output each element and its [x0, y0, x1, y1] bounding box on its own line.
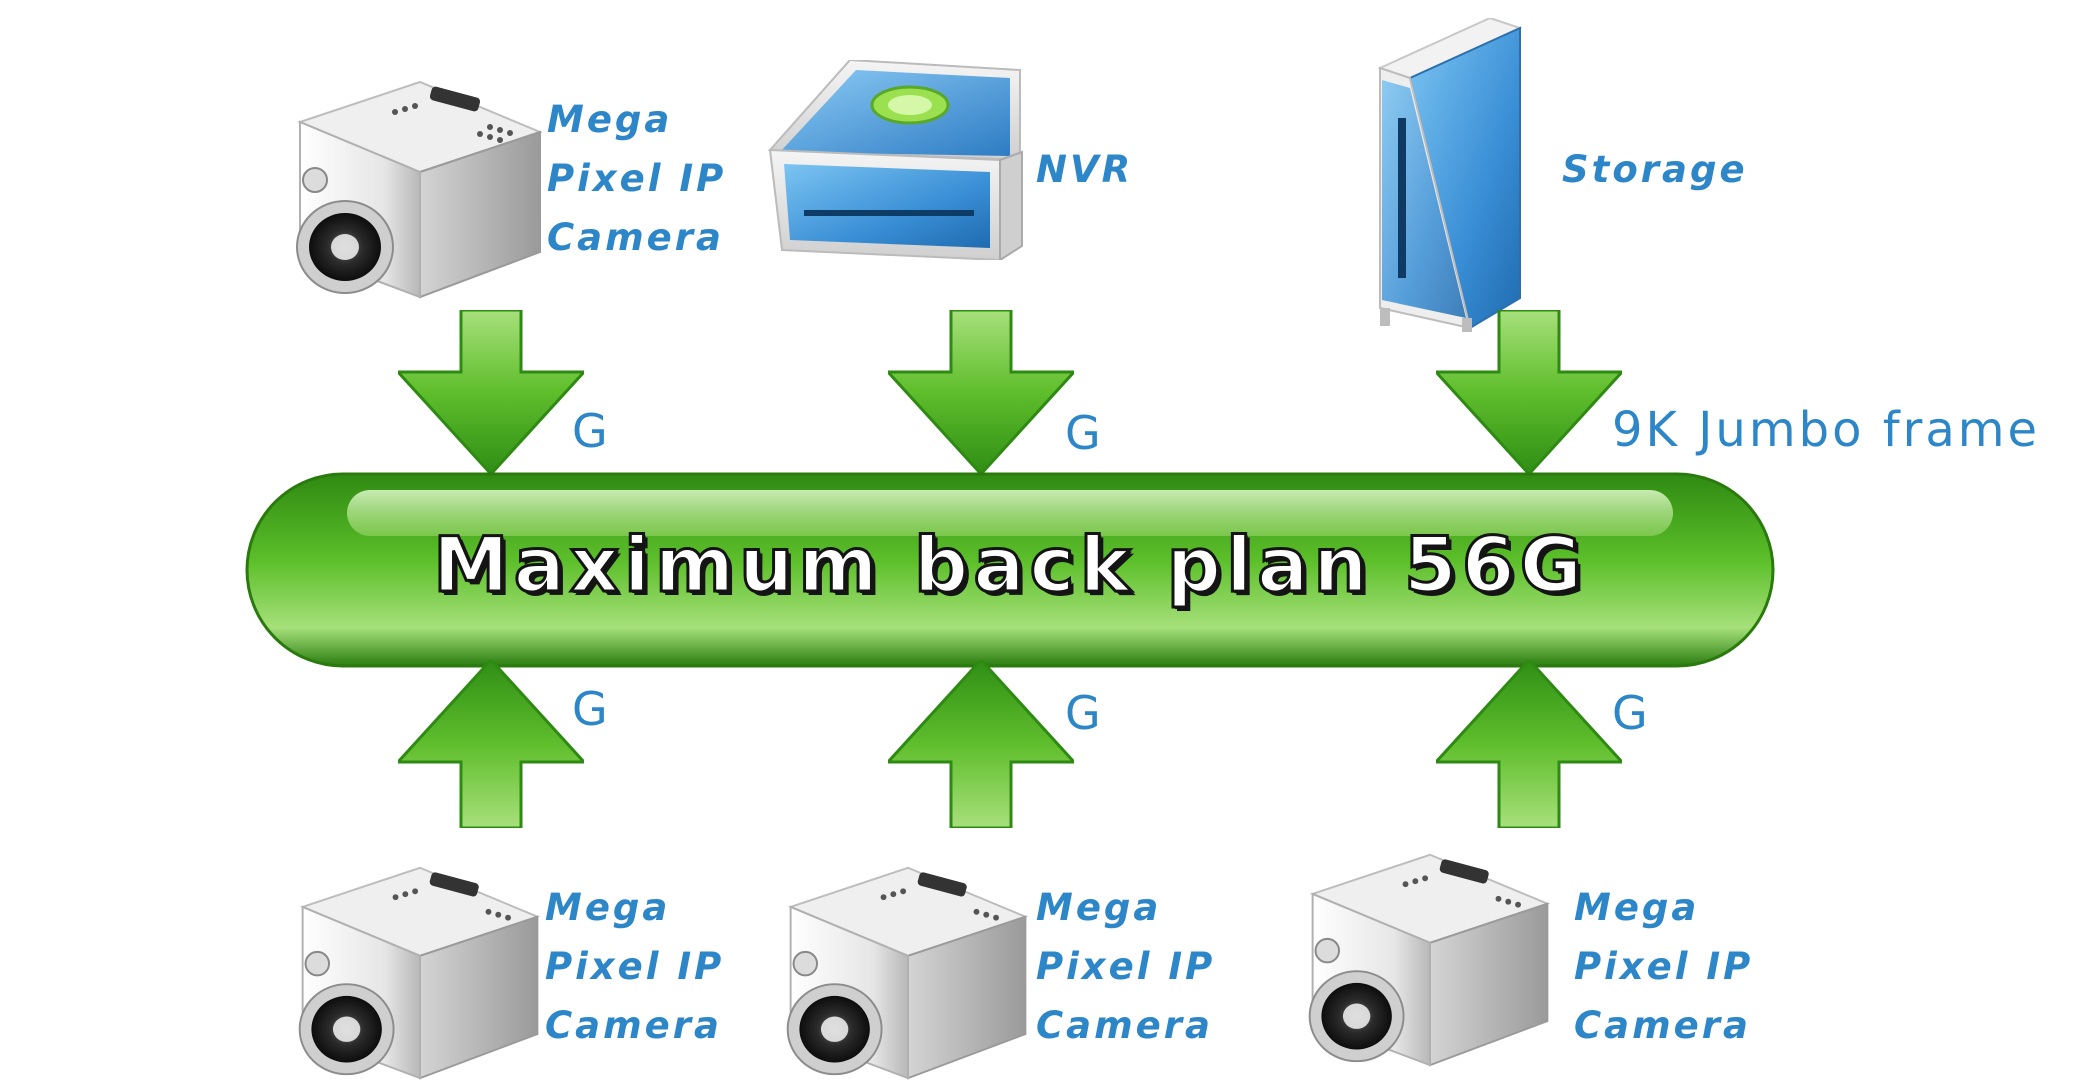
speed-label: G — [1612, 686, 1648, 740]
label-line: Camera — [1036, 1004, 1213, 1047]
ip-camera-icon — [1308, 853, 1551, 1067]
speed-label: G — [1065, 406, 1101, 460]
ip-camera-icon — [296, 80, 543, 299]
nvr — [760, 60, 1030, 260]
speed-label: G — [1065, 686, 1101, 740]
bus-pill — [245, 472, 1775, 668]
bottom-camera-3-label: Mega Pixel IP Camera — [1574, 878, 1753, 1055]
top-camera-label: Mega Pixel IP Camera — [547, 90, 726, 267]
backplane-bus — [245, 472, 1775, 668]
label-line: Pixel IP — [1574, 945, 1754, 988]
arrow-down-icon — [1436, 310, 1622, 474]
down-arrow — [1436, 310, 1622, 474]
arrow-up-icon — [888, 660, 1074, 828]
nvr-icon — [767, 60, 1023, 260]
label-line: Mega — [545, 886, 671, 929]
up-arrow — [398, 660, 584, 828]
bottom-camera-2-label: Mega Pixel IP Camera — [1036, 878, 1215, 1055]
label-line: Pixel IP — [547, 157, 727, 200]
bottom-camera-1-label: Mega Pixel IP Camera — [545, 878, 724, 1055]
label-line: Camera — [1574, 1004, 1751, 1047]
ip-camera-icon — [786, 866, 1029, 1080]
label-line: Camera — [545, 1004, 722, 1047]
arrow-up-icon — [1436, 660, 1622, 828]
label-line: Camera — [547, 216, 724, 259]
nvr-label: NVR — [1036, 140, 1133, 199]
storage — [1370, 18, 1530, 333]
label-line: NVR — [1036, 148, 1134, 191]
up-arrow — [1436, 660, 1622, 828]
up-arrow — [888, 660, 1074, 828]
bottom-camera-2 — [778, 858, 1038, 1083]
speed-label: G — [572, 682, 608, 736]
top-camera — [290, 72, 550, 302]
arrow-down-icon — [888, 310, 1074, 474]
bottom-camera-1 — [290, 858, 550, 1083]
jumbo-frame-label: 9K Jumbo frame — [1612, 402, 2041, 458]
label-line: Mega — [547, 98, 673, 141]
label-line: Storage — [1562, 148, 1748, 191]
arrow-down-icon — [398, 310, 584, 474]
bus-title: Maximum back plan 56G — [431, 519, 1588, 611]
down-arrow — [398, 310, 584, 474]
label-line: Pixel IP — [545, 945, 725, 988]
storage-server-icon — [1377, 18, 1523, 332]
label-line: Pixel IP — [1036, 945, 1216, 988]
storage-label: Storage — [1562, 140, 1748, 199]
ip-camera-icon — [298, 866, 541, 1080]
arrow-up-icon — [398, 660, 584, 828]
label-line: Mega — [1574, 886, 1700, 929]
label-line: Mega — [1036, 886, 1162, 929]
speed-label: G — [572, 404, 608, 458]
bottom-camera-3 — [1300, 845, 1560, 1070]
down-arrow — [888, 310, 1074, 474]
